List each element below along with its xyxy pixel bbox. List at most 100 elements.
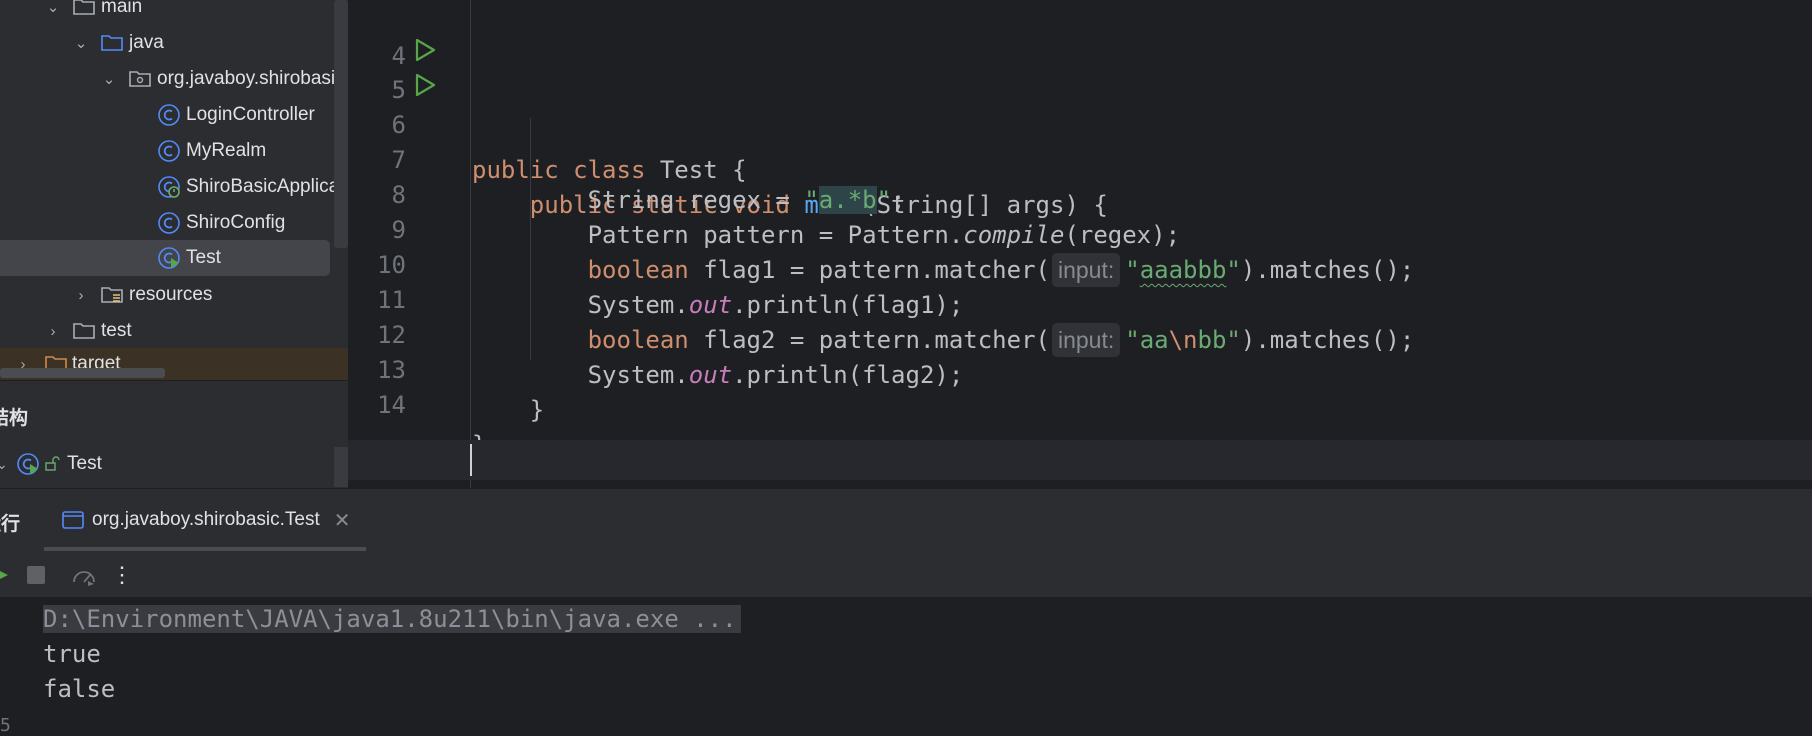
code-line-10[interactable]: 10 System.out.println(flag1); [348, 205, 1812, 319]
class-icon [158, 104, 180, 126]
code-line-13[interactable]: 13 } [348, 310, 1812, 424]
rerun-icon[interactable] [0, 553, 12, 597]
runnable-class-icon [17, 453, 39, 475]
console-line[interactable]: false [43, 675, 116, 703]
line-number: 9 [391, 216, 406, 244]
project-tool-window: ⌄ main ⌄ java ⌄ org.javaboy.shirobasic L… [0, 0, 348, 380]
code-line-9[interactable]: 9 boolean flag1 = pattern.matcher(input:… [348, 170, 1812, 287]
tree-item-label: test [101, 320, 132, 341]
line-number: 11 [377, 286, 406, 314]
console-command-line: D:\Environment\JAVA\java1.8u211\bin\java… [43, 605, 741, 633]
code-text: public class Test { [472, 156, 747, 184]
tree-item-myrealm[interactable]: MyRealm [0, 134, 348, 168]
tree-item-shiroconfig[interactable]: ShiroConfig [0, 206, 348, 240]
parameter-hint: input: [1051, 323, 1121, 357]
tree-item-label: Test [186, 247, 221, 268]
tree-item-label: resources [129, 284, 213, 305]
tree-item-label: ShiroBasicApplicat [186, 176, 345, 197]
text-caret [470, 444, 472, 476]
active-tab-indicator [44, 547, 366, 551]
chevron-down-icon[interactable]: ⌄ [46, 0, 60, 16]
run-main-icon[interactable] [412, 72, 438, 98]
line-number: 4 [391, 42, 406, 70]
tree-item-java[interactable]: ⌄ java [0, 26, 348, 60]
tree-item-label: org.javaboy.shirobasic [157, 68, 345, 89]
indent-guide [470, 0, 471, 488]
line-number: 10 [377, 251, 406, 279]
run-toolbar: ⋮ [0, 553, 1812, 597]
tree-horizontal-scrollbar[interactable] [0, 368, 165, 378]
resources-folder-icon [101, 287, 123, 303]
tree-item-label: java [129, 32, 164, 53]
code-line-4[interactable]: 4 [348, 0, 1812, 70]
code-line-8[interactable]: 8 Pattern pattern = Pattern.compile(rege… [348, 135, 1812, 249]
run-tab-label: org.javaboy.shirobasic.Test [92, 509, 320, 530]
code-line-14[interactable]: 14 } [348, 345, 1812, 459]
code-text: boolean flag1 = pattern.matcher(input:"a… [472, 250, 1414, 290]
class-icon [158, 212, 180, 234]
console-line[interactable]: D:\Environment\JAVA\java1.8u211\bin\java… [43, 600, 741, 638]
chevron-down-icon[interactable]: ⌄ [102, 71, 116, 88]
tree-item-test-folder[interactable]: › test [0, 314, 348, 348]
code-line-11[interactable]: 11 boolean flag2 = pattern.matcher(input… [348, 240, 1812, 357]
console-window-icon [62, 511, 84, 529]
tree-item-test-class[interactable]: Test [0, 240, 330, 276]
runnable-class-icon [158, 247, 180, 269]
run-panel-title: 运行 [0, 514, 21, 535]
code-line-5[interactable]: 5 public class Test { [348, 30, 1812, 184]
structure-scrollbar[interactable] [334, 447, 348, 487]
line-number: 8 [391, 181, 406, 209]
tree-item-logincontroller[interactable]: LoginController [0, 98, 348, 132]
run-class-icon[interactable] [412, 37, 438, 63]
tree-item-label: MyRealm [186, 140, 267, 161]
parameter-hint: input: [1051, 253, 1121, 287]
run-tab[interactable]: org.javaboy.shirobasic.Test ✕ [62, 489, 351, 551]
tree-item-label: ShiroConfig [186, 212, 286, 233]
tree-item-label: main [101, 0, 143, 17]
console-gutter-number: 5 [0, 715, 11, 736]
line-number: 13 [377, 356, 406, 384]
code-text: boolean flag2 = pattern.matcher(input:"a… [472, 320, 1414, 360]
code-text: String regex = "a.*b"; [587, 186, 906, 214]
tree-item-main[interactable]: ⌄ main [0, 0, 348, 24]
profiler-gauge-icon[interactable] [70, 553, 98, 597]
chevron-down-icon[interactable]: ⌄ [74, 35, 88, 52]
folder-icon [73, 0, 95, 15]
chevron-right-icon[interactable]: › [20, 355, 26, 373]
tree-item-shirobasicapplication[interactable]: ShiroBasicApplicat [0, 170, 348, 204]
structure-tool-window: 结构 ⌄ Test [0, 380, 348, 489]
package-icon [129, 71, 151, 87]
stop-icon[interactable] [24, 553, 48, 597]
run-tool-window: 运行 org.javaboy.shirobasic.Test ✕ ⋮ 5 D:\… [0, 488, 1812, 736]
close-tab-icon[interactable]: ✕ [333, 509, 351, 532]
code-line-6[interactable]: 6 public static void main(String[] args)… [348, 65, 1812, 219]
public-lock-icon [45, 456, 60, 471]
code-editor[interactable]: 4 5 public class Test { 6 public static … [348, 0, 1812, 488]
typo-underlined-string: aaabbb [1139, 256, 1227, 284]
tree-item-label: LoginController [186, 104, 315, 125]
more-options-icon[interactable]: ⋮ [111, 562, 133, 587]
structure-title: 结构 [0, 408, 29, 429]
console-output[interactable]: 5 D:\Environment\JAVA\java1.8u211\bin\ja… [0, 597, 1812, 736]
tree-item-package[interactable]: ⌄ org.javaboy.shirobasic [0, 62, 348, 96]
source-folder-icon [101, 35, 123, 51]
chevron-right-icon[interactable]: › [50, 322, 56, 340]
tree-vertical-scrollbar[interactable] [334, 0, 348, 248]
line-number: 15 [348, 480, 406, 488]
folder-icon [73, 323, 95, 339]
code-line-7[interactable]: 7 String regex = "a.*b"; [348, 100, 1812, 214]
tree-item-resources[interactable]: › resources [0, 278, 348, 312]
code-line-15[interactable]: 15 [348, 440, 1812, 488]
code-text: System.out.println(flag2); [587, 361, 964, 389]
code-line-12[interactable]: 12 System.out.println(flag2); [348, 275, 1812, 389]
code-text: } [529, 396, 545, 424]
line-number: 6 [391, 111, 406, 139]
console-line[interactable]: true [43, 640, 101, 668]
chevron-right-icon[interactable]: › [78, 286, 84, 304]
chevron-down-icon[interactable]: ⌄ [0, 455, 8, 472]
structure-item-label: Test [67, 453, 102, 474]
regex-highlight: a.*b [818, 186, 877, 214]
spring-boot-class-icon [158, 176, 180, 198]
indent-guide [530, 118, 531, 360]
class-icon [158, 140, 180, 162]
